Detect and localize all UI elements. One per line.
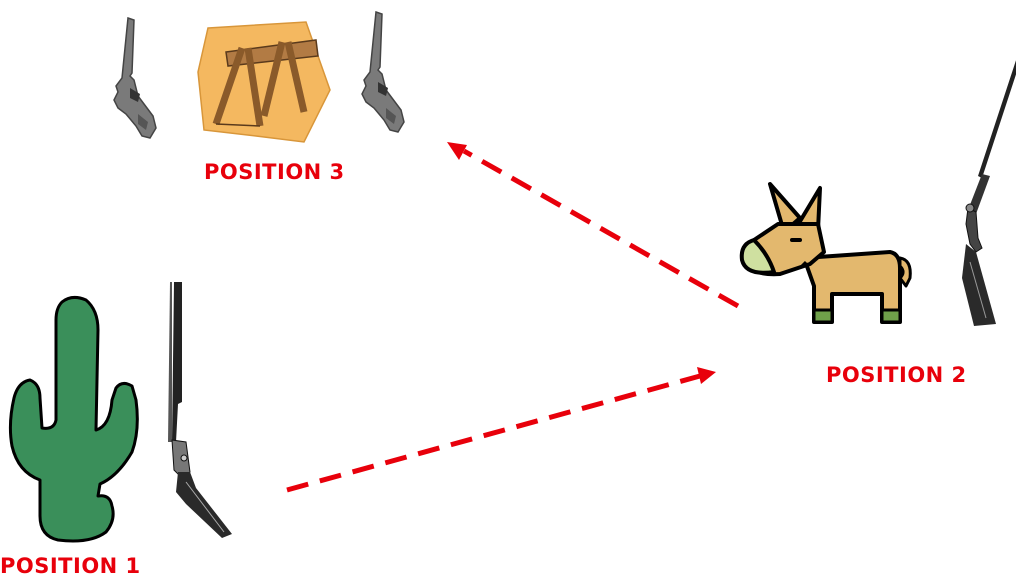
sawhorse-icon (197, 21, 331, 143)
position-2-group (739, 60, 1016, 326)
position-3-group (113, 10, 405, 143)
position-2-label: POSITION 2 (826, 363, 967, 387)
position-1-label: POSITION 1 (0, 554, 141, 578)
rifle-icon (962, 60, 1016, 326)
position-1-group (8, 282, 232, 543)
revolver-icon (361, 10, 405, 133)
arrow-pos1-to-pos2 (286, 367, 716, 493)
position-3-label: POSITION 3 (204, 160, 345, 184)
donkey-icon (739, 182, 912, 324)
cactus-icon (8, 295, 139, 543)
revolver-icon (113, 16, 157, 139)
arrow-pos2-to-pos3 (447, 142, 740, 309)
rifle-icon (168, 282, 232, 538)
